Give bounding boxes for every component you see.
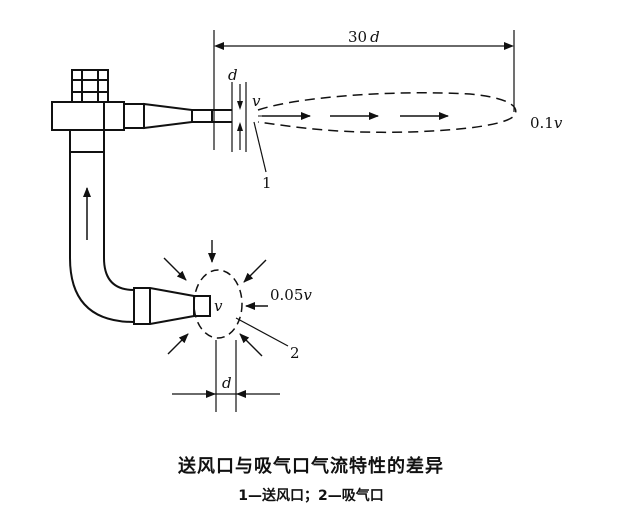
callout-1-leader (253, 121, 267, 173)
exhaust-hood (133, 287, 195, 325)
inflow-arrow-upper-left (163, 257, 187, 281)
dim-30d-label: 30 (348, 28, 367, 46)
pipe-header (51, 101, 125, 131)
svg-text:0.05v: 0.05v (270, 286, 312, 304)
far-velocity-label: 0.1 (530, 114, 554, 132)
inflow-arrow-lower-right (239, 333, 263, 357)
caption-title: 送风口与吸气口气流特性的差异 (178, 456, 444, 477)
pipe-nut (71, 69, 109, 103)
pipe-coupler (123, 103, 145, 129)
inflow-arrow-lower-left (167, 333, 189, 355)
supply-nozzle (143, 102, 193, 130)
callout-2-leader (235, 317, 289, 347)
callout-2-label: 2 (290, 344, 300, 362)
callout-1-label: 1 (262, 174, 272, 192)
supply-jet-envelope (257, 92, 517, 134)
exhaust-inlet (193, 295, 211, 317)
inflow-arrow-upper-right (243, 259, 267, 283)
dim-d-bottom-label: d (222, 374, 232, 392)
side-velocity-label: 0.05 (270, 286, 303, 304)
caption-legend: 1—送风口；2—吸气口 (238, 488, 384, 504)
svg-text:0.1v: 0.1v (530, 114, 563, 132)
svg-text:30d: 30d (348, 28, 380, 46)
vertical-pipe (69, 130, 135, 323)
dim-d-top-label: d (228, 66, 238, 84)
supply-velocity-label: v (252, 92, 261, 110)
supply-outlet (191, 109, 213, 123)
exhaust-capture-zone (193, 269, 243, 339)
exhaust-velocity-label: v (214, 297, 223, 315)
